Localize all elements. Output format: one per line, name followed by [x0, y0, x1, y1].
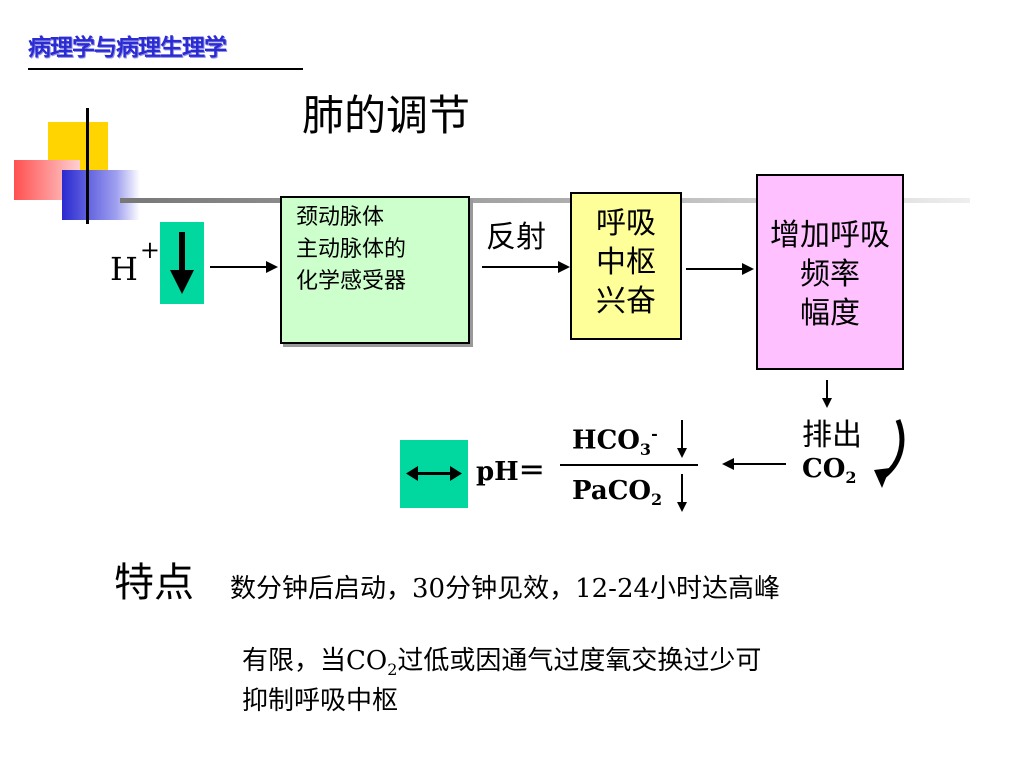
features-line-2: 有限，当CO2过低或因通气过度氧交换过少可 — [242, 646, 762, 680]
h-decrease-indicator — [160, 222, 204, 304]
ph-lhs: pH＝ — [476, 457, 545, 487]
arrow-head-left-icon — [722, 458, 734, 470]
receptor-line-2: 主动脉体的 — [296, 236, 407, 262]
arrow-center-to-effect — [686, 268, 746, 270]
arrow-head-right-icon — [558, 261, 570, 273]
arrow-effect-to-exhaust — [826, 380, 828, 402]
deco-vertical-line — [86, 108, 89, 224]
features-label: 特点 — [114, 560, 194, 606]
arrow-head-right-icon — [742, 263, 754, 275]
title-underline — [28, 68, 303, 70]
reflex-label: 反射 — [486, 220, 546, 255]
receptor-box: 颈动脉体 主动脉体的 化学感受器 — [280, 196, 470, 344]
effect-box: 增加呼吸 频率 幅度 — [756, 174, 904, 370]
h-ion-superscript: + — [139, 236, 161, 264]
effect-line-1: 增加呼吸 — [770, 218, 890, 253]
double-arrow-icon — [406, 466, 462, 481]
arrow-receptor-to-center — [482, 266, 562, 268]
ph-denominator: PaCO2 — [572, 476, 663, 510]
features-line-1: 数分钟后启动，30分钟见效，12-24小时达高峰 — [230, 568, 780, 605]
deco-horizontal-line — [120, 198, 970, 203]
course-title: 病理学与病理生理学 — [28, 35, 227, 61]
arrow-head-down-icon — [822, 398, 832, 408]
receptor-line-3: 化学感受器 — [296, 268, 407, 294]
arrow-head-right-icon — [266, 261, 278, 273]
center-line-3: 兴奋 — [596, 284, 656, 319]
numerator-down-arrow-icon — [677, 420, 687, 458]
respiratory-center-box: 呼吸 中枢 兴奋 — [570, 192, 682, 340]
down-arrow-icon — [170, 232, 194, 294]
fraction-bar — [560, 464, 698, 466]
ph-numerator: HCO3- — [572, 424, 658, 459]
effect-line-2: 频率 — [800, 257, 860, 292]
curved-arrow-icon — [874, 419, 905, 488]
center-line-2: 中枢 — [596, 245, 656, 280]
arrow-exhaust-to-equation — [734, 463, 786, 465]
arrow-stimulus-to-receptor — [210, 266, 272, 268]
center-line-1: 呼吸 — [596, 206, 656, 241]
denominator-down-arrow-icon — [677, 474, 687, 512]
exhaust-co2: CO2 — [802, 454, 857, 488]
slide-title: 肺的调节 — [302, 91, 471, 140]
ph-stable-indicator — [400, 440, 468, 508]
exhaust-line-1: 排出 — [802, 418, 862, 453]
effect-line-3: 幅度 — [800, 296, 860, 331]
h-ion-label: H+ — [110, 236, 161, 288]
deco-blue-square — [62, 170, 140, 220]
features-line-1-text: 数分钟后启动，30分钟见效，12-24小时达高峰 — [230, 574, 781, 604]
receptor-line-1: 颈动脉体 — [296, 205, 385, 230]
features-line-3: 抑制呼吸中枢 — [242, 686, 399, 716]
exhaust-co2-label: 排出 CO2 — [802, 418, 862, 487]
